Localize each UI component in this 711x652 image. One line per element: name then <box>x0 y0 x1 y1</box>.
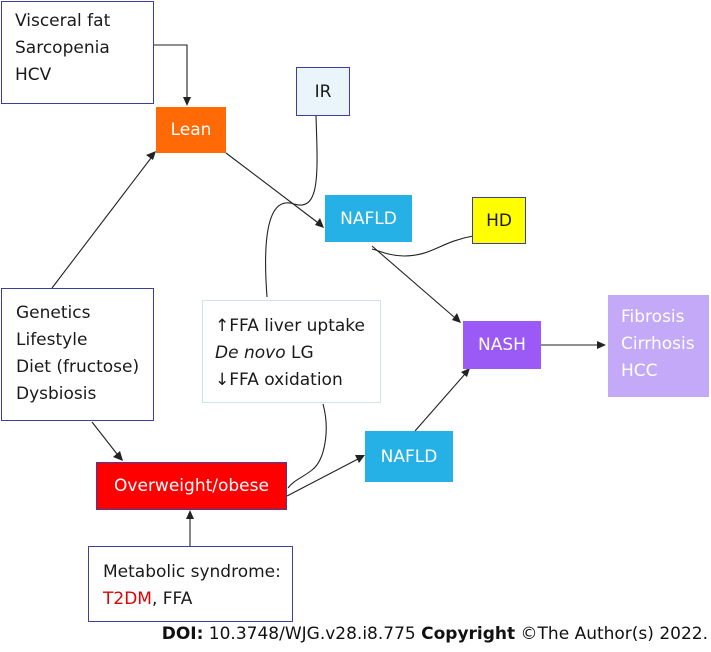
metabolic-syndrome-components: T2DM, FFA <box>103 586 192 613</box>
mechanism-ffa-uptake: ↑FFA liver uptake <box>215 313 365 340</box>
risk-factor-sarcopenia: Sarcopenia <box>15 38 110 58</box>
metabolic-syndrome-label: Metabolic syndrome: <box>103 562 281 582</box>
risk-factors-lean-box: Visceral fat Sarcopenia HCV <box>1 1 154 104</box>
mechanism-de-novo-italic: De novo <box>215 343 286 363</box>
ir-node: IR <box>296 67 350 116</box>
arrowhead-lean-to-nafld <box>315 218 324 228</box>
metabolic-syndrome-box: Metabolic syndrome: T2DM, FFA <box>88 546 293 622</box>
arrow-nafld-bottom-to-nash <box>414 373 466 432</box>
arrow-genetics-to-lean <box>51 157 152 289</box>
mechanism-ffa-oxidation-text: FFA oxidation <box>229 370 343 390</box>
arrowhead-genetics-to-overweight <box>113 451 123 461</box>
factor-dysbiosis: Dysbiosis <box>16 384 97 404</box>
genetics-lifestyle-box: Genetics Lifestyle Diet (fructose) Dysbi… <box>1 288 154 421</box>
nafld-bottom-node: NAFLD <box>365 431 453 482</box>
arrow-overweight-to-nafld <box>286 458 359 497</box>
link-ir-to-mechanisms <box>265 115 318 298</box>
outcomes-box: Fibrosis Cirrhosis HCC <box>608 295 709 397</box>
link-hd-to-nafld <box>371 235 474 257</box>
outcome-hcc: HCC <box>621 361 658 381</box>
factor-lifestyle: Lifestyle <box>16 330 88 350</box>
lean-node: Lean <box>156 107 226 153</box>
t2dm-label: T2DM <box>103 589 152 609</box>
down-arrow-icon: ↓ <box>215 370 230 390</box>
arrowhead-overweight-to-nafld <box>355 455 365 463</box>
arrowhead-genetics-to-lean <box>146 151 156 160</box>
citation-footer: DOI: 10.3748/WJG.v28.i8.775 Copyright ©T… <box>162 624 708 644</box>
mechanism-ffa-uptake-text: FFA liver uptake <box>229 316 365 336</box>
arrow-genetics-to-overweight <box>91 421 118 455</box>
mechanisms-box: ↑FFA liver uptake De novo LG ↓FFA oxidat… <box>202 300 381 403</box>
ffa-label: , FFA <box>151 589 193 609</box>
mechanism-ffa-oxidation: ↓FFA oxidation <box>215 367 343 394</box>
arrowhead-risk-to-lean <box>183 97 191 106</box>
mechanism-de-novo-lg: De novo LG <box>215 340 314 367</box>
risk-factor-visceral-fat: Visceral fat <box>15 11 111 31</box>
arrow-risk-to-lean <box>154 44 188 99</box>
copyright-label: Copyright <box>421 624 516 644</box>
hd-node: HD <box>472 197 526 244</box>
arrowhead-nash-to-outcomes <box>597 341 606 349</box>
arrowhead-metabolic-to-overweight <box>186 510 194 519</box>
outcome-cirrhosis: Cirrhosis <box>621 334 695 354</box>
overweight-obese-node: Overweight/obese <box>96 462 287 510</box>
arrowhead-nafld-to-nash <box>452 313 461 323</box>
copyright-value: ©The Author(s) 2022. <box>515 624 708 644</box>
outcome-fibrosis: Fibrosis <box>621 307 685 327</box>
arrow-nafld-to-nash <box>371 245 455 318</box>
mechanism-lg-text: LG <box>285 343 314 363</box>
doi-value: 10.3748/WJG.v28.i8.775 <box>203 624 422 644</box>
up-arrow-icon: ↑ <box>215 316 230 336</box>
arrowhead-nafld-bottom-to-nash <box>461 368 470 377</box>
arrow-lean-to-nafld <box>225 152 318 223</box>
link-mechanisms-to-junction <box>287 403 327 489</box>
risk-factor-hcv: HCV <box>15 65 52 85</box>
nafld-top-node: NAFLD <box>325 195 412 242</box>
factor-diet: Diet (fructose) <box>16 357 140 377</box>
nash-node: NASH <box>463 321 541 369</box>
doi-label: DOI: <box>161 624 204 644</box>
factor-genetics: Genetics <box>16 303 91 323</box>
